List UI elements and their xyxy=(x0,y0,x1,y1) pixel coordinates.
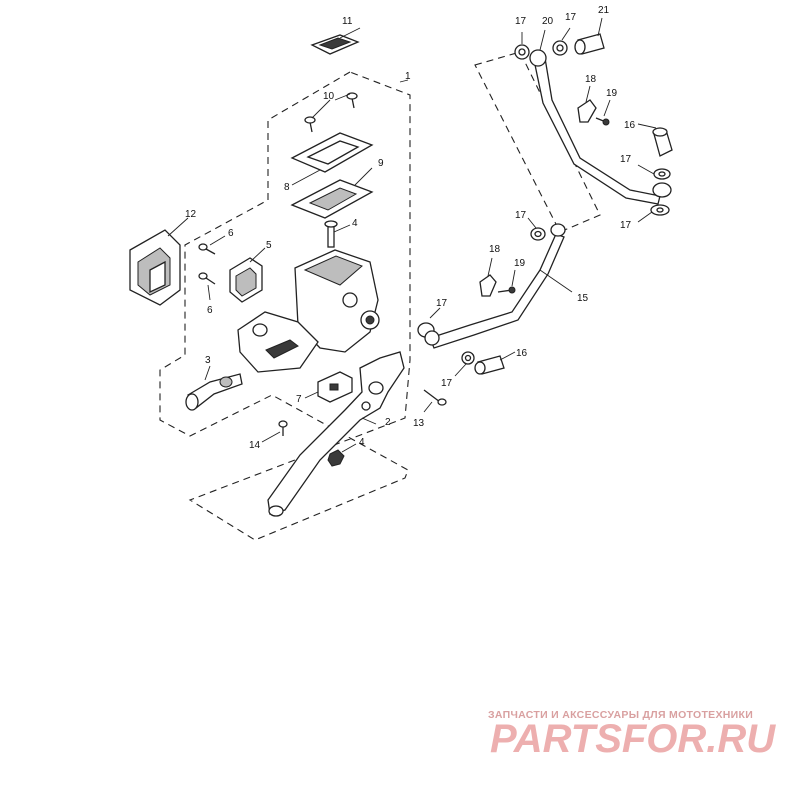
callout-10: 10 xyxy=(323,91,335,102)
clamp-cover xyxy=(129,229,181,306)
gasket-upper xyxy=(290,132,374,173)
callout-4a: 4 xyxy=(352,218,358,229)
callout-12: 12 xyxy=(185,209,197,220)
callout-17d: 17 xyxy=(620,220,632,231)
lever-bolt xyxy=(423,389,447,406)
pivot-nut xyxy=(327,449,345,467)
banjo-bolt-right xyxy=(652,127,673,157)
watermark-logo: PARTSFOR.RU xyxy=(490,717,776,761)
banjo-bolt-upper xyxy=(574,33,605,55)
callout-18a: 18 xyxy=(585,74,597,85)
hose-assembly-upper-outline xyxy=(474,51,601,233)
callout-2: 2 xyxy=(385,417,391,428)
pivot-bolt-upper xyxy=(324,220,338,248)
reservoir-cap xyxy=(310,34,360,55)
brake-hose-upper xyxy=(529,49,672,205)
callout-17b: 17 xyxy=(565,12,577,23)
callout-20: 20 xyxy=(542,16,554,27)
callout-7: 7 xyxy=(296,394,302,405)
callout-16b: 16 xyxy=(516,348,528,359)
clamp-screws xyxy=(198,243,216,285)
washers-upper xyxy=(514,40,671,216)
callout-17g: 17 xyxy=(441,378,453,389)
switch-screw xyxy=(278,420,288,436)
callout-6a: 6 xyxy=(228,228,234,239)
fitting-upper xyxy=(577,99,610,126)
push-rod xyxy=(185,373,243,411)
clamp xyxy=(229,257,263,303)
callout-5: 5 xyxy=(266,240,272,251)
fitting-lower xyxy=(479,274,516,297)
master-cylinder-body xyxy=(237,249,380,373)
callout-9: 9 xyxy=(378,158,384,169)
callout-19a: 19 xyxy=(606,88,618,99)
brake-light-switch xyxy=(317,371,353,403)
callout-18b: 18 xyxy=(489,244,501,255)
washers-lower xyxy=(461,227,546,365)
callout-4b: 4 xyxy=(359,437,365,448)
callout-1: 1 xyxy=(405,71,411,82)
callout-21: 21 xyxy=(598,5,610,16)
brake-lever xyxy=(267,351,405,517)
callout-13: 13 xyxy=(413,418,425,429)
callout-6b: 6 xyxy=(207,305,213,316)
callout-17f: 17 xyxy=(436,298,448,309)
callout-17e: 17 xyxy=(515,210,527,221)
callout-11: 11 xyxy=(342,16,353,27)
callout-3: 3 xyxy=(205,355,211,366)
callout-8: 8 xyxy=(284,182,290,193)
callout-16a: 16 xyxy=(624,120,636,131)
callout-15: 15 xyxy=(577,293,589,304)
callout-14: 14 xyxy=(249,440,261,451)
watermark-tagline: ЗАПЧАСТИ И АКСЕССУАРЫ ДЛЯ МОТОТЕХНИКИ xyxy=(488,709,753,721)
callout-19b: 19 xyxy=(514,258,526,269)
callout-17c: 17 xyxy=(620,154,632,165)
assembly-1-outline xyxy=(159,71,411,541)
banjo-bolt-lower xyxy=(474,355,505,375)
diaphragm xyxy=(290,179,374,219)
callout-17a: 17 xyxy=(515,16,527,27)
brake-hose-lower xyxy=(417,223,566,349)
